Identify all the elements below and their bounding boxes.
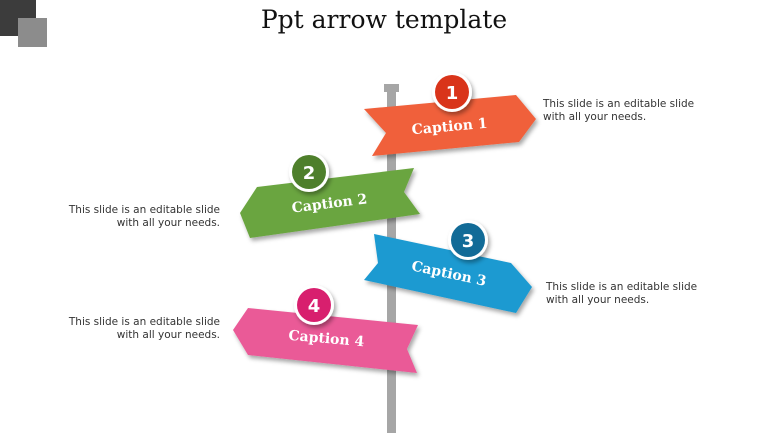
sign-2-arrow xyxy=(240,168,420,238)
badge-1-number: 1 xyxy=(446,83,459,104)
sign-3: Caption 3 3 xyxy=(364,220,532,313)
sign-1-arrow xyxy=(364,95,536,156)
sign-4-description: This slide is an editable slide with all… xyxy=(68,316,220,341)
sign-1-caption: Caption 1 xyxy=(411,116,488,139)
corner-grey-square xyxy=(18,18,47,47)
badge-4-number: 4 xyxy=(308,296,321,317)
badge-2: 2 xyxy=(289,152,329,192)
sign-1: Caption 1 1 xyxy=(364,72,536,156)
sign-4: Caption 4 4 xyxy=(233,285,418,373)
signpost-pole-cap xyxy=(384,84,399,92)
badge-3: 3 xyxy=(448,220,488,260)
badge-4: 4 xyxy=(294,285,334,325)
slide-title: Ppt arrow template xyxy=(260,5,508,34)
sign-3-arrow xyxy=(364,234,532,313)
badge-3-number: 3 xyxy=(462,231,475,252)
sign-3-description: This slide is an editable slide with all… xyxy=(546,281,698,306)
badge-2-number: 2 xyxy=(303,163,316,184)
sign-1-description: This slide is an editable slide with all… xyxy=(543,98,695,123)
sign-4-arrow xyxy=(233,308,418,373)
sign-2: Caption 2 2 xyxy=(240,152,420,238)
badge-1: 1 xyxy=(432,72,472,112)
sign-4-caption: Caption 4 xyxy=(288,328,365,351)
sign-2-description: This slide is an editable slide with all… xyxy=(68,204,220,229)
